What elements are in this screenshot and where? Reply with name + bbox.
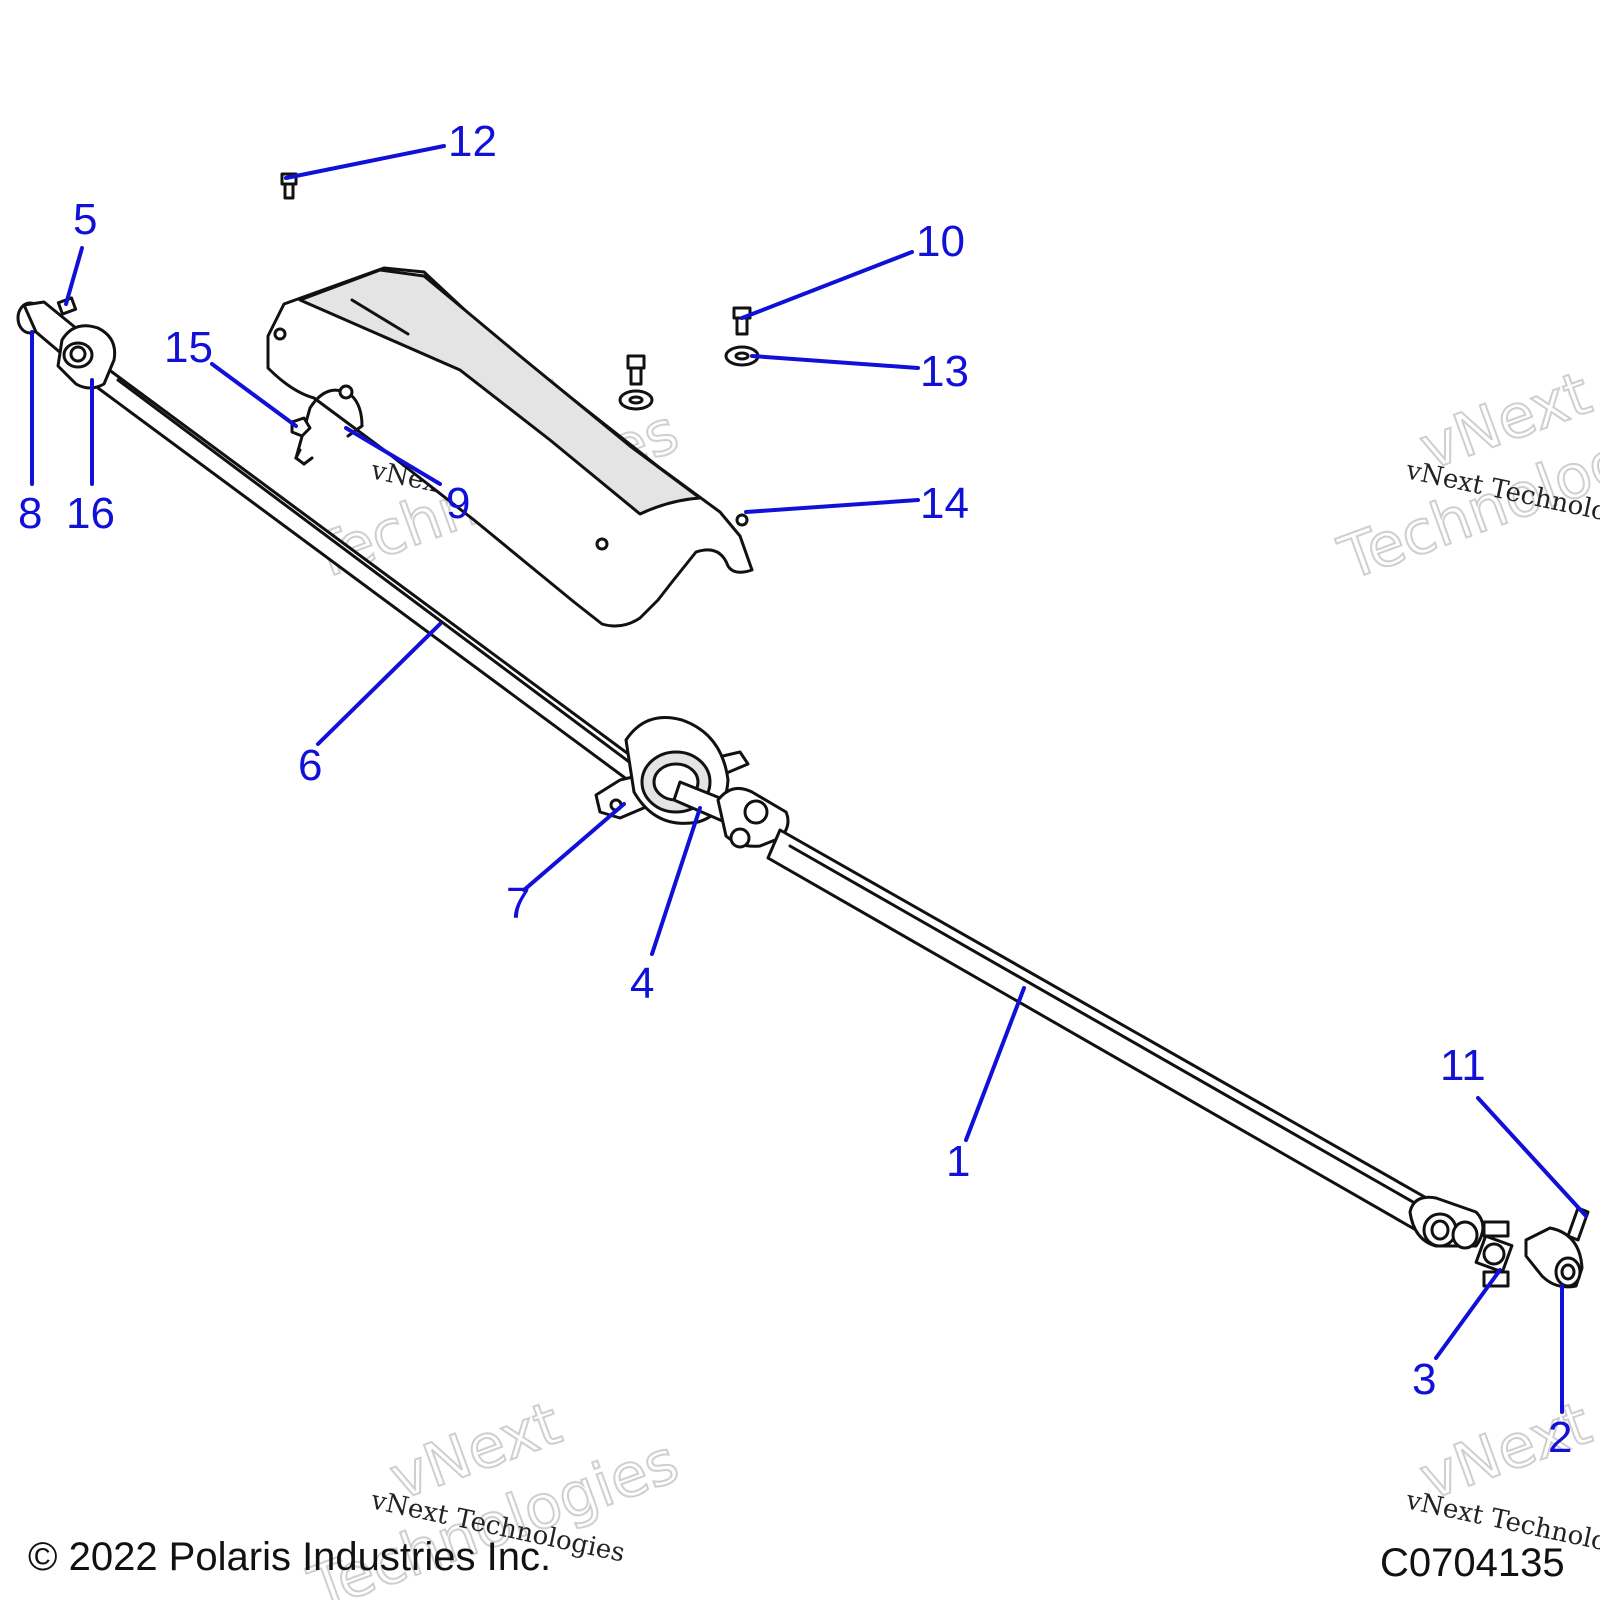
watermark-top-right: vNext Technologies vNext Technologies: [1329, 357, 1600, 595]
figure-code: C0704135: [1380, 1541, 1565, 1585]
leader-4: [650, 806, 702, 956]
u-joint-cross: [1474, 1220, 1514, 1288]
roll-pin: [1566, 1206, 1590, 1242]
center-u-joint: [672, 780, 790, 849]
leader-13: [750, 354, 920, 370]
bolt-with-washer: [618, 354, 654, 411]
callout-5: 5: [73, 195, 97, 244]
leader-3: [1434, 1268, 1502, 1360]
callout-12: 12: [448, 117, 497, 166]
leader-12: [284, 144, 446, 180]
callout-15: 15: [164, 323, 213, 372]
bolt-10: [732, 306, 752, 336]
leader-11: [1476, 1096, 1588, 1218]
leader-14: [744, 498, 920, 514]
callout-7: 7: [506, 879, 530, 928]
callout-4: 4: [630, 959, 654, 1008]
callout-labels: 12 5 10 13 15 9 14 8 16 6 7 4 1 11 3 2: [18, 117, 1572, 1462]
leader-lines: [30, 144, 1588, 1414]
leader-6: [316, 622, 442, 746]
leader-5: [64, 246, 84, 306]
callout-2: 2: [1548, 1413, 1572, 1462]
callout-3: 3: [1412, 1355, 1436, 1404]
callout-1: 1: [946, 1137, 970, 1186]
callout-13: 13: [920, 347, 969, 396]
leader-10: [740, 250, 914, 320]
leader-1: [964, 986, 1026, 1142]
wire-clamp: [294, 384, 364, 466]
leader-15: [210, 362, 298, 428]
callout-14: 14: [920, 479, 969, 528]
bolt-5: [56, 296, 78, 316]
copyright-notice: © 2022 Polaris Industries Inc.: [28, 1535, 551, 1579]
rear-drive-shaft: [766, 828, 1432, 1232]
leader-9: [344, 426, 442, 486]
leader-7: [522, 802, 626, 892]
nut-15: [290, 416, 312, 438]
callout-6: 6: [298, 741, 322, 790]
callout-9: 9: [446, 479, 470, 528]
callout-11: 11: [1440, 1041, 1486, 1090]
callout-10: 10: [916, 217, 965, 266]
end-yoke: [1524, 1226, 1584, 1289]
callout-16: 16: [66, 489, 115, 538]
driveshaft-cover: [266, 266, 754, 628]
rear-shaft-yoke: [1408, 1195, 1485, 1250]
callout-8: 8: [18, 489, 42, 538]
